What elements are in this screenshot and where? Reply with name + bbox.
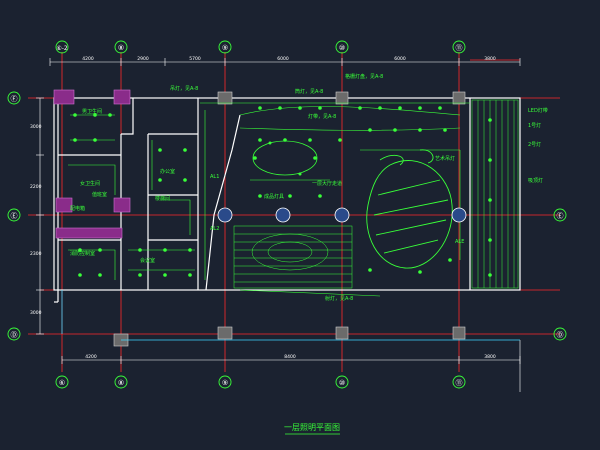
annotation-text: AL1 xyxy=(210,174,219,180)
axis-bubble: Ⓓ xyxy=(553,327,567,341)
axis-label: ⑧ xyxy=(118,44,124,52)
annotation-text: 楼梯间 xyxy=(155,195,170,202)
axis-bubble: ⑩ xyxy=(335,375,349,389)
annotation-text: 办公室 xyxy=(160,168,175,175)
annotation-text: 男卫生间 xyxy=(82,108,102,115)
dimension-texts: 4200 2900 5700 6000 6000 3800 3000 2200 … xyxy=(30,56,496,360)
grille-ceiling-zone xyxy=(233,225,353,289)
partition-walls xyxy=(53,89,131,239)
axis-label: ⑩ xyxy=(339,379,345,387)
axis-label: Ⓔ xyxy=(11,212,18,220)
annotation-text: ALE xyxy=(455,239,464,245)
artistic-pendant-zone xyxy=(366,149,453,269)
annotations: 吊灯，见A-8 筒灯，见A-8 格栅灯盘，见A-8 灯带，见A-8 吸顶灯 一层… xyxy=(70,73,548,302)
dim-text: 4200 xyxy=(85,354,97,360)
axis-label: ⑧ xyxy=(118,379,124,387)
axis-bubble: Ⓔ xyxy=(7,208,21,222)
axis-bubble: ⑧ xyxy=(114,375,128,389)
dim-text: 3000 xyxy=(30,310,42,316)
dim-text: 3800 xyxy=(484,354,496,360)
structural-columns xyxy=(113,91,466,347)
oval-light-ring xyxy=(252,140,318,176)
annotation-text: 筒灯，见A-8 xyxy=(295,88,323,95)
ceiling-hatch-zone xyxy=(471,99,519,289)
building-walls xyxy=(53,97,521,303)
lighting-wiring xyxy=(68,102,470,297)
drawing-title: 一层照明平面图 xyxy=(284,423,340,432)
dim-text: 2900 xyxy=(137,56,149,62)
axis-bubbles-bottom: ⑥ ⑧ ⑨ ⑩ ⑪ xyxy=(55,375,466,389)
axis-bubbles-right: Ⓔ Ⓓ xyxy=(553,208,567,341)
dim-text: 2200 xyxy=(30,184,42,190)
dim-text: 4200 xyxy=(82,56,94,62)
annotation-text: 配电箱 xyxy=(70,205,85,212)
axis-bubble: ⑪ xyxy=(452,40,466,54)
axis-bubble: Ⓓ xyxy=(7,327,21,341)
axis-bubble: ⑨ xyxy=(218,40,232,54)
corridor-lines xyxy=(61,290,520,341)
annotation-text: 2号灯 xyxy=(528,141,541,148)
annotation-text: 吊灯，见A-8 xyxy=(170,85,198,92)
axis-label: ⑨ xyxy=(222,379,228,387)
axis-bubble: ⑥-2 xyxy=(55,40,69,54)
dim-text: 3800 xyxy=(484,56,496,62)
annotation-text: 一层大厅走道 xyxy=(312,180,342,187)
axis-bubble: ⑥ xyxy=(55,375,69,389)
axis-label: Ⓓ xyxy=(11,331,18,339)
annotation-text: 值班室 xyxy=(92,191,107,198)
annotation-text: 成品灯具 xyxy=(264,193,284,200)
dim-text: 6000 xyxy=(277,56,289,62)
annotation-text: 格栅灯盘，见A-8 xyxy=(345,73,383,80)
downlight-fixtures xyxy=(73,106,492,277)
dim-text: 5700 xyxy=(189,56,201,62)
annotation-text: 射灯，见A-8 xyxy=(325,295,353,302)
dim-text: 8400 xyxy=(284,354,296,360)
axis-bubble: Ⓔ xyxy=(553,208,567,222)
axis-bubbles-top: ⑥-2 ⑧ ⑨ ⑩ ⑪ xyxy=(55,40,466,54)
axis-bubbles-left: Ⓕ Ⓔ Ⓓ xyxy=(7,91,21,341)
axis-bubble: ⑨ xyxy=(218,375,232,389)
axis-label: Ⓓ xyxy=(557,331,564,339)
axis-label: ⑩ xyxy=(339,44,345,52)
annotation-text: 吸顶灯 xyxy=(528,177,543,184)
axis-bubble: ⑧ xyxy=(114,40,128,54)
dim-text: 2300 xyxy=(30,251,42,257)
pendant-lamps xyxy=(217,207,467,223)
axis-bubble: ⑪ xyxy=(452,375,466,389)
axis-label: ⑥-2 xyxy=(56,45,68,52)
axis-bubble: ⑩ xyxy=(335,40,349,54)
dimension-lines xyxy=(36,58,521,392)
axis-label: ⑥ xyxy=(59,379,65,387)
annotation-text: 艺术吊灯 xyxy=(435,155,455,162)
annotation-text: 灯带，见A-8 xyxy=(308,113,336,120)
dim-text: 3000 xyxy=(30,124,42,130)
axis-label: Ⓕ xyxy=(11,95,18,103)
axis-label: ⑪ xyxy=(456,379,463,387)
axis-label: ⑪ xyxy=(456,44,463,52)
drawing-title-block: 一层照明平面图 xyxy=(284,423,340,435)
axis-label: Ⓔ xyxy=(557,212,564,220)
annotation-text: 女卫生间 xyxy=(80,180,100,187)
annotation-text: 会议室 xyxy=(140,257,155,264)
annotation-text: LED灯带 xyxy=(528,107,548,114)
axis-bubble: Ⓕ xyxy=(7,91,21,105)
annotation-text: 1号灯 xyxy=(528,122,541,129)
annotation-text: 消防控制室 xyxy=(70,250,95,257)
annotation-text: AL2 xyxy=(210,226,219,232)
dim-text: 6000 xyxy=(394,56,406,62)
axis-label: ⑨ xyxy=(222,44,228,52)
